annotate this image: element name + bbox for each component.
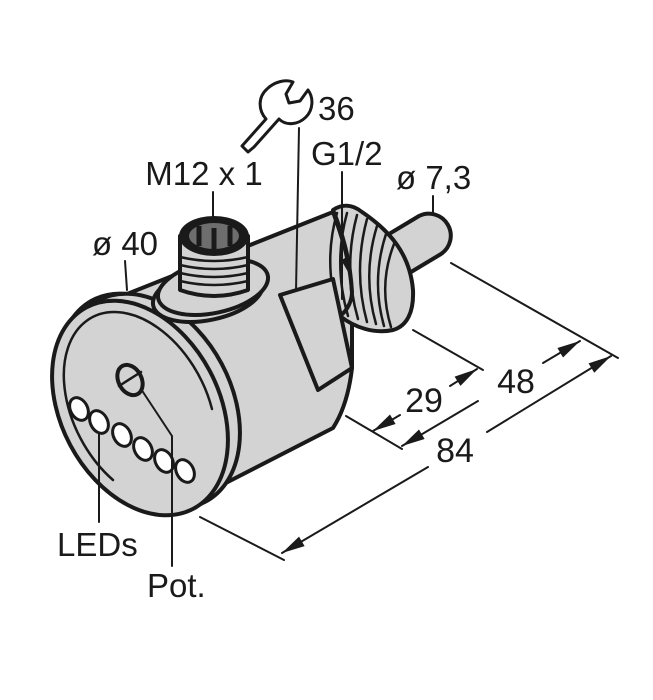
leds-label: LEDs (57, 526, 138, 563)
pot-screw (115, 362, 145, 398)
dim-29-arrow-left (372, 414, 401, 432)
extension-line-probe-tip (450, 262, 619, 359)
led-hole (68, 396, 90, 422)
face-chamfer (62, 310, 214, 482)
led-hole (174, 458, 196, 484)
extension-line-face (199, 516, 285, 561)
wrench-flat-panel (278, 277, 354, 392)
thread-crests (329, 211, 396, 329)
connector-pins (196, 226, 233, 250)
dim-29-value: 29 (405, 382, 443, 420)
dimension-84: 84 (281, 355, 612, 554)
dim-84-arrow-left (281, 466, 429, 554)
m12-connector (150, 216, 271, 324)
dim-48-arrow-left (401, 400, 479, 447)
wrench-icon (240, 79, 314, 154)
leader-housing-dia (124, 260, 128, 291)
g12-thread (329, 203, 416, 334)
dim-48-value: 48 (497, 363, 535, 401)
extension-line-thread-start (345, 415, 403, 450)
pot-label: Pot. (147, 567, 206, 604)
dim-48-arrow-right (542, 340, 581, 364)
dimension-29: 29 (372, 368, 478, 432)
connector-label: M12 x 1 (145, 155, 262, 192)
dimension-48: 48 (401, 340, 581, 447)
housing-face (50, 291, 242, 518)
extension-line-thread-end (412, 329, 484, 371)
housing-diameter-label: ø 40 (92, 225, 158, 262)
extension-lines (199, 262, 619, 561)
wrench-size-label: 36 (318, 90, 355, 127)
leader-pot (140, 388, 173, 567)
led-hole (88, 409, 110, 435)
connector-thread-rings (178, 255, 250, 287)
dim-29-arrow-right (449, 368, 478, 387)
led-hole (132, 436, 154, 462)
dim-84-value: 84 (436, 432, 474, 470)
pot-screw-slot (117, 370, 143, 388)
probe-diameter-label: ø 7,3 (396, 159, 471, 196)
thread-label: G1/2 (311, 135, 383, 172)
leader-lines (98, 127, 434, 567)
dim-84-arrow-right (486, 355, 612, 433)
led-holes (68, 396, 196, 484)
leader-wrench-36 (295, 127, 300, 292)
led-hole (111, 422, 133, 448)
